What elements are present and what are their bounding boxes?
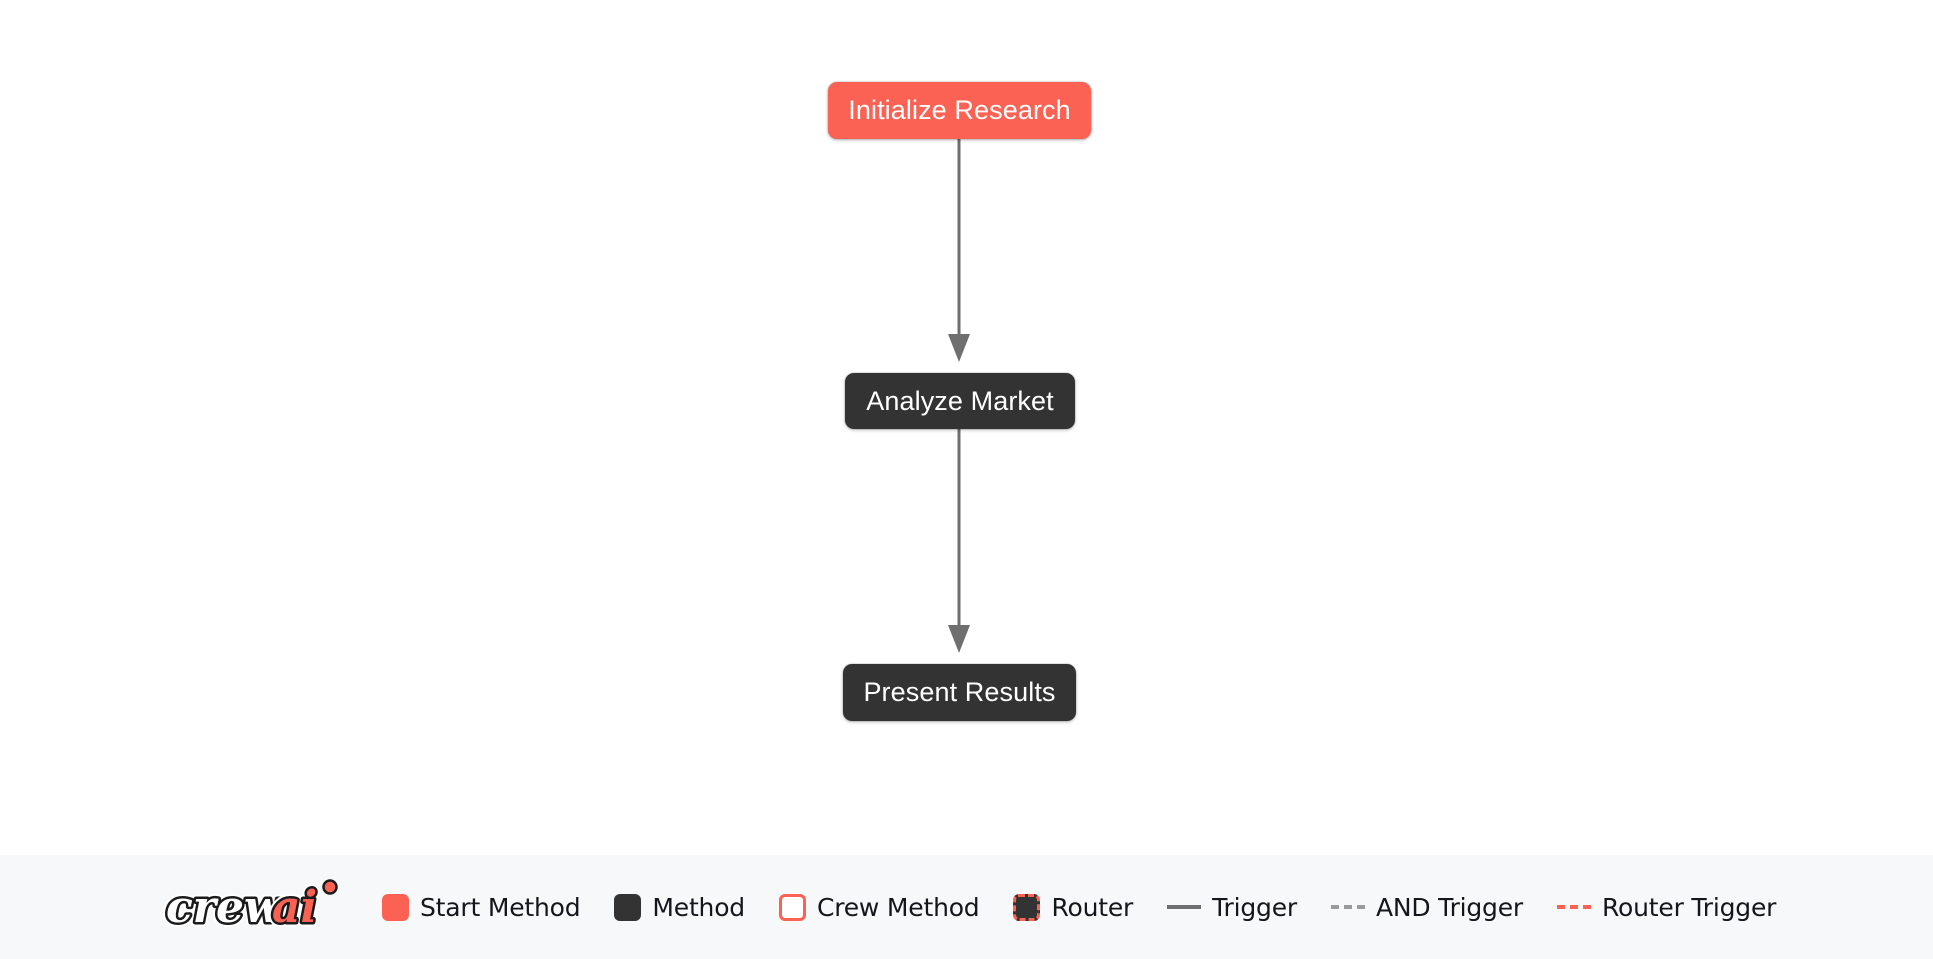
- legend-item-start-method[interactable]: Start Method: [382, 892, 581, 922]
- start-method-swatch-icon: [382, 893, 409, 921]
- svg-text:crew: crew: [166, 882, 284, 933]
- flow-node-present-results[interactable]: Present Results: [843, 664, 1076, 721]
- flow-node-analyze-market[interactable]: Analyze Market: [845, 373, 1075, 429]
- legend-item-crew-method[interactable]: Crew Method: [778, 892, 980, 922]
- flow-node-label: Analyze Market: [866, 385, 1054, 416]
- crewai-logo-mark: crew crew crew ai ai ai: [162, 878, 338, 938]
- legend-item-method[interactable]: Method: [614, 893, 745, 922]
- router-swatch-icon: [1013, 893, 1041, 921]
- edge-analyze-to-present: [948, 429, 970, 653]
- legend-item-label: Start Method: [420, 892, 581, 922]
- legend-item-label: Router: [1051, 892, 1134, 922]
- legend-item-label: Crew Method: [816, 892, 980, 922]
- legend-bar: crew crew crew ai ai ai Start Method Met…: [0, 855, 1933, 959]
- method-swatch-icon: [614, 893, 642, 921]
- legend-item-and-trigger[interactable]: AND Trigger: [1330, 892, 1523, 922]
- flow-canvas[interactable]: Initialize Research Analyze Market Prese…: [0, 0, 1933, 855]
- legend-item-label: Router Trigger: [1602, 892, 1777, 922]
- flow-node-initialize-research[interactable]: Initialize Research: [828, 82, 1091, 139]
- router-trigger-line-icon: [1557, 905, 1591, 909]
- edge-initialize-to-analyze: [948, 139, 970, 362]
- legend-item-router-trigger[interactable]: Router Trigger: [1557, 893, 1776, 922]
- crewai-logo: crew crew crew ai ai ai: [160, 876, 352, 938]
- flow-node-label: Initialize Research: [848, 95, 1071, 125]
- and-trigger-line-icon: [1330, 905, 1365, 909]
- legend-items: Start Method Method Crew Method Router T…: [382, 893, 1810, 922]
- legend-item-label: Trigger: [1212, 892, 1297, 922]
- flow-node-label: Present Results: [863, 677, 1056, 707]
- svg-text:crew: crew: [166, 882, 284, 933]
- legend-item-router[interactable]: Router: [1013, 893, 1133, 922]
- svg-text:crew: crew: [166, 882, 284, 933]
- crew-method-swatch-icon: [778, 893, 806, 921]
- svg-text:ai: ai: [272, 882, 317, 933]
- svg-text:ai: ai: [272, 882, 317, 933]
- trigger-line-icon: [1167, 905, 1202, 909]
- legend-item-label: Method: [652, 892, 745, 922]
- svg-text:ai: ai: [272, 882, 317, 933]
- legend-item-label: AND Trigger: [1375, 892, 1523, 922]
- legend-item-trigger[interactable]: Trigger: [1167, 893, 1297, 922]
